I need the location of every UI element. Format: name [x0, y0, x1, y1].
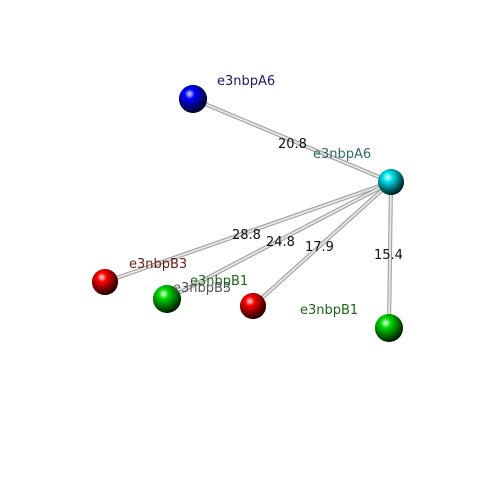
distance-edge [191, 97, 393, 184]
distance-label: 20.8 [278, 137, 307, 152]
distance-label: 15.4 [374, 248, 403, 263]
distance-label: 17.9 [305, 240, 334, 255]
distance-edge [103, 180, 393, 284]
atom-label: e3nbpA6 [217, 74, 275, 89]
distance-labels-layer: 20.8 28.8 24.8 17.9 15.4 [232, 137, 403, 263]
atom-label: e3nbpB1 [190, 274, 248, 289]
atom-node [179, 85, 207, 113]
atom-label: e3nbpA6 [313, 147, 371, 162]
atom-label: e3nbpB3 [173, 281, 231, 296]
atom-node [240, 293, 266, 319]
atom-label: e3nbpB3 [129, 257, 187, 272]
atom-labels-layer: e3nbpA6e3nbpA6e3nbpB3e3nbpB3e3nbpB1e3nbp… [129, 74, 371, 318]
edges-layer [103, 97, 393, 330]
distance-edge [251, 180, 393, 308]
distance-label: 24.8 [266, 235, 295, 250]
distance-edge [387, 180, 393, 330]
atom-node [375, 314, 403, 342]
atom-node [153, 285, 181, 313]
distance-edge [165, 180, 393, 301]
atom-label: e3nbpB1 [300, 303, 358, 318]
atom-node [378, 169, 404, 195]
distance-label: 28.8 [232, 228, 261, 243]
atom-node [92, 269, 118, 295]
atoms-layer [92, 85, 404, 342]
